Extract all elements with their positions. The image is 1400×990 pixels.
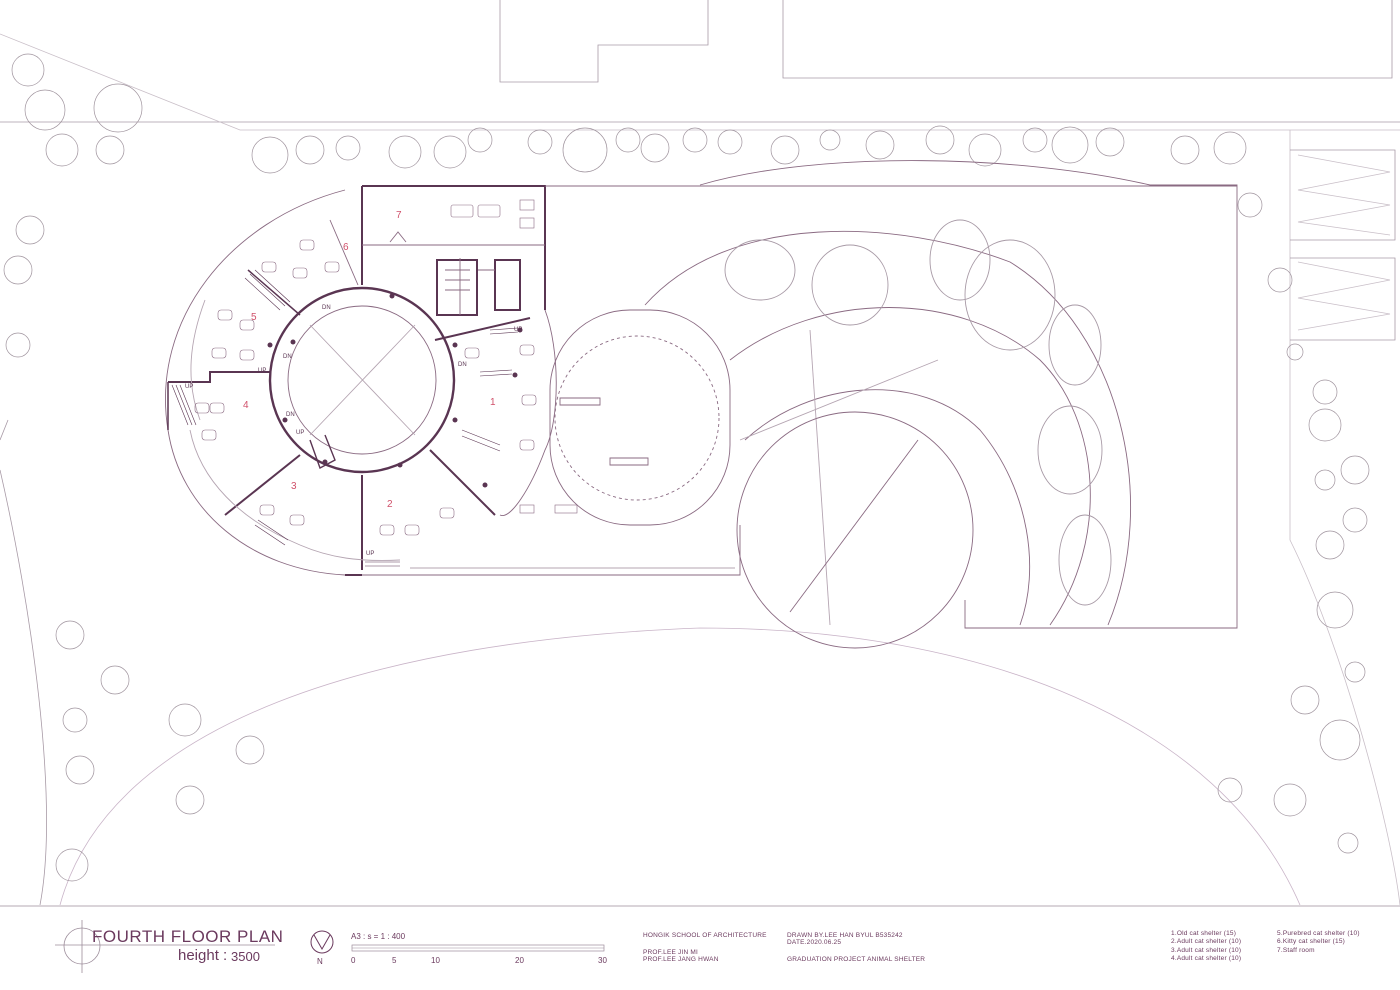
stair-label-up: UP (366, 551, 375, 557)
stair-label-dn: DN (286, 412, 295, 418)
scale-tick: 30 (598, 956, 607, 965)
project-name: GRADUATION PROJECT ANIMAL SHELTER (787, 956, 926, 963)
drawing-title: FOURTH FLOOR PLAN (92, 927, 284, 946)
stair-label-up: UP (258, 368, 267, 374)
stair-label-up: UP (514, 327, 523, 333)
professor-1: PROF.LEE JIN MI (643, 949, 699, 956)
room-label-7: 7 (396, 210, 402, 221)
legend-item: 5.Purebred cat shelter (10) (1277, 930, 1360, 937)
scale-label: A3 : s = 1 : 400 (351, 932, 406, 941)
legend-item: 3.Adult cat shelter (10) (1171, 947, 1242, 954)
legend-item: 6.Kitty cat shelter (15) (1277, 938, 1346, 945)
drawing-date: DATE.2020.06.25 (787, 939, 842, 946)
school-name: HONGIK SCHOOL OF ARCHITECTURE (643, 932, 767, 939)
room-label-6: 6 (343, 242, 349, 253)
legend-item: 7.Staff room (1277, 947, 1315, 954)
north-arrow-label: N (317, 957, 323, 966)
floor-plan-drawing (0, 0, 1400, 905)
legend-item: 4.Adult cat shelter (10) (1171, 955, 1242, 962)
title-block-frame (0, 905, 1400, 973)
stair-label-up: UP (185, 384, 194, 390)
scale-tick: 10 (431, 956, 440, 965)
professor-2: PROF.LEE JANG HWAN (643, 956, 719, 963)
title-block: FOURTH FLOOR PLAN height : 3500 N A3 : s… (0, 905, 1400, 990)
height-value: 3500 (231, 949, 260, 964)
stair-label-dn: DN (458, 362, 467, 368)
shelter-building (165, 185, 1237, 576)
room-label-5: 5 (251, 312, 257, 323)
scale-tick: 20 (515, 956, 524, 965)
legend-item: 1.Old cat shelter (15) (1171, 930, 1237, 937)
stair-label-dn: DN (322, 305, 331, 311)
landscape-trees (3, 53, 1370, 882)
drawn-by: DRAWN BY.LEE HAN BYUL B535242 (787, 932, 903, 939)
stair-label-up: UP (296, 430, 305, 436)
height-label: height : (178, 947, 228, 964)
scale-tick: 5 (392, 956, 397, 965)
room-label-1: 1 (490, 397, 496, 408)
room-label-3: 3 (291, 481, 297, 492)
room-label-2: 2 (387, 499, 393, 510)
scale-tick: 0 (351, 956, 356, 965)
legend-item: 2.Adult cat shelter (10) (1171, 938, 1242, 945)
stair-label-dn: DN (283, 354, 292, 360)
room-label-4: 4 (243, 400, 249, 411)
